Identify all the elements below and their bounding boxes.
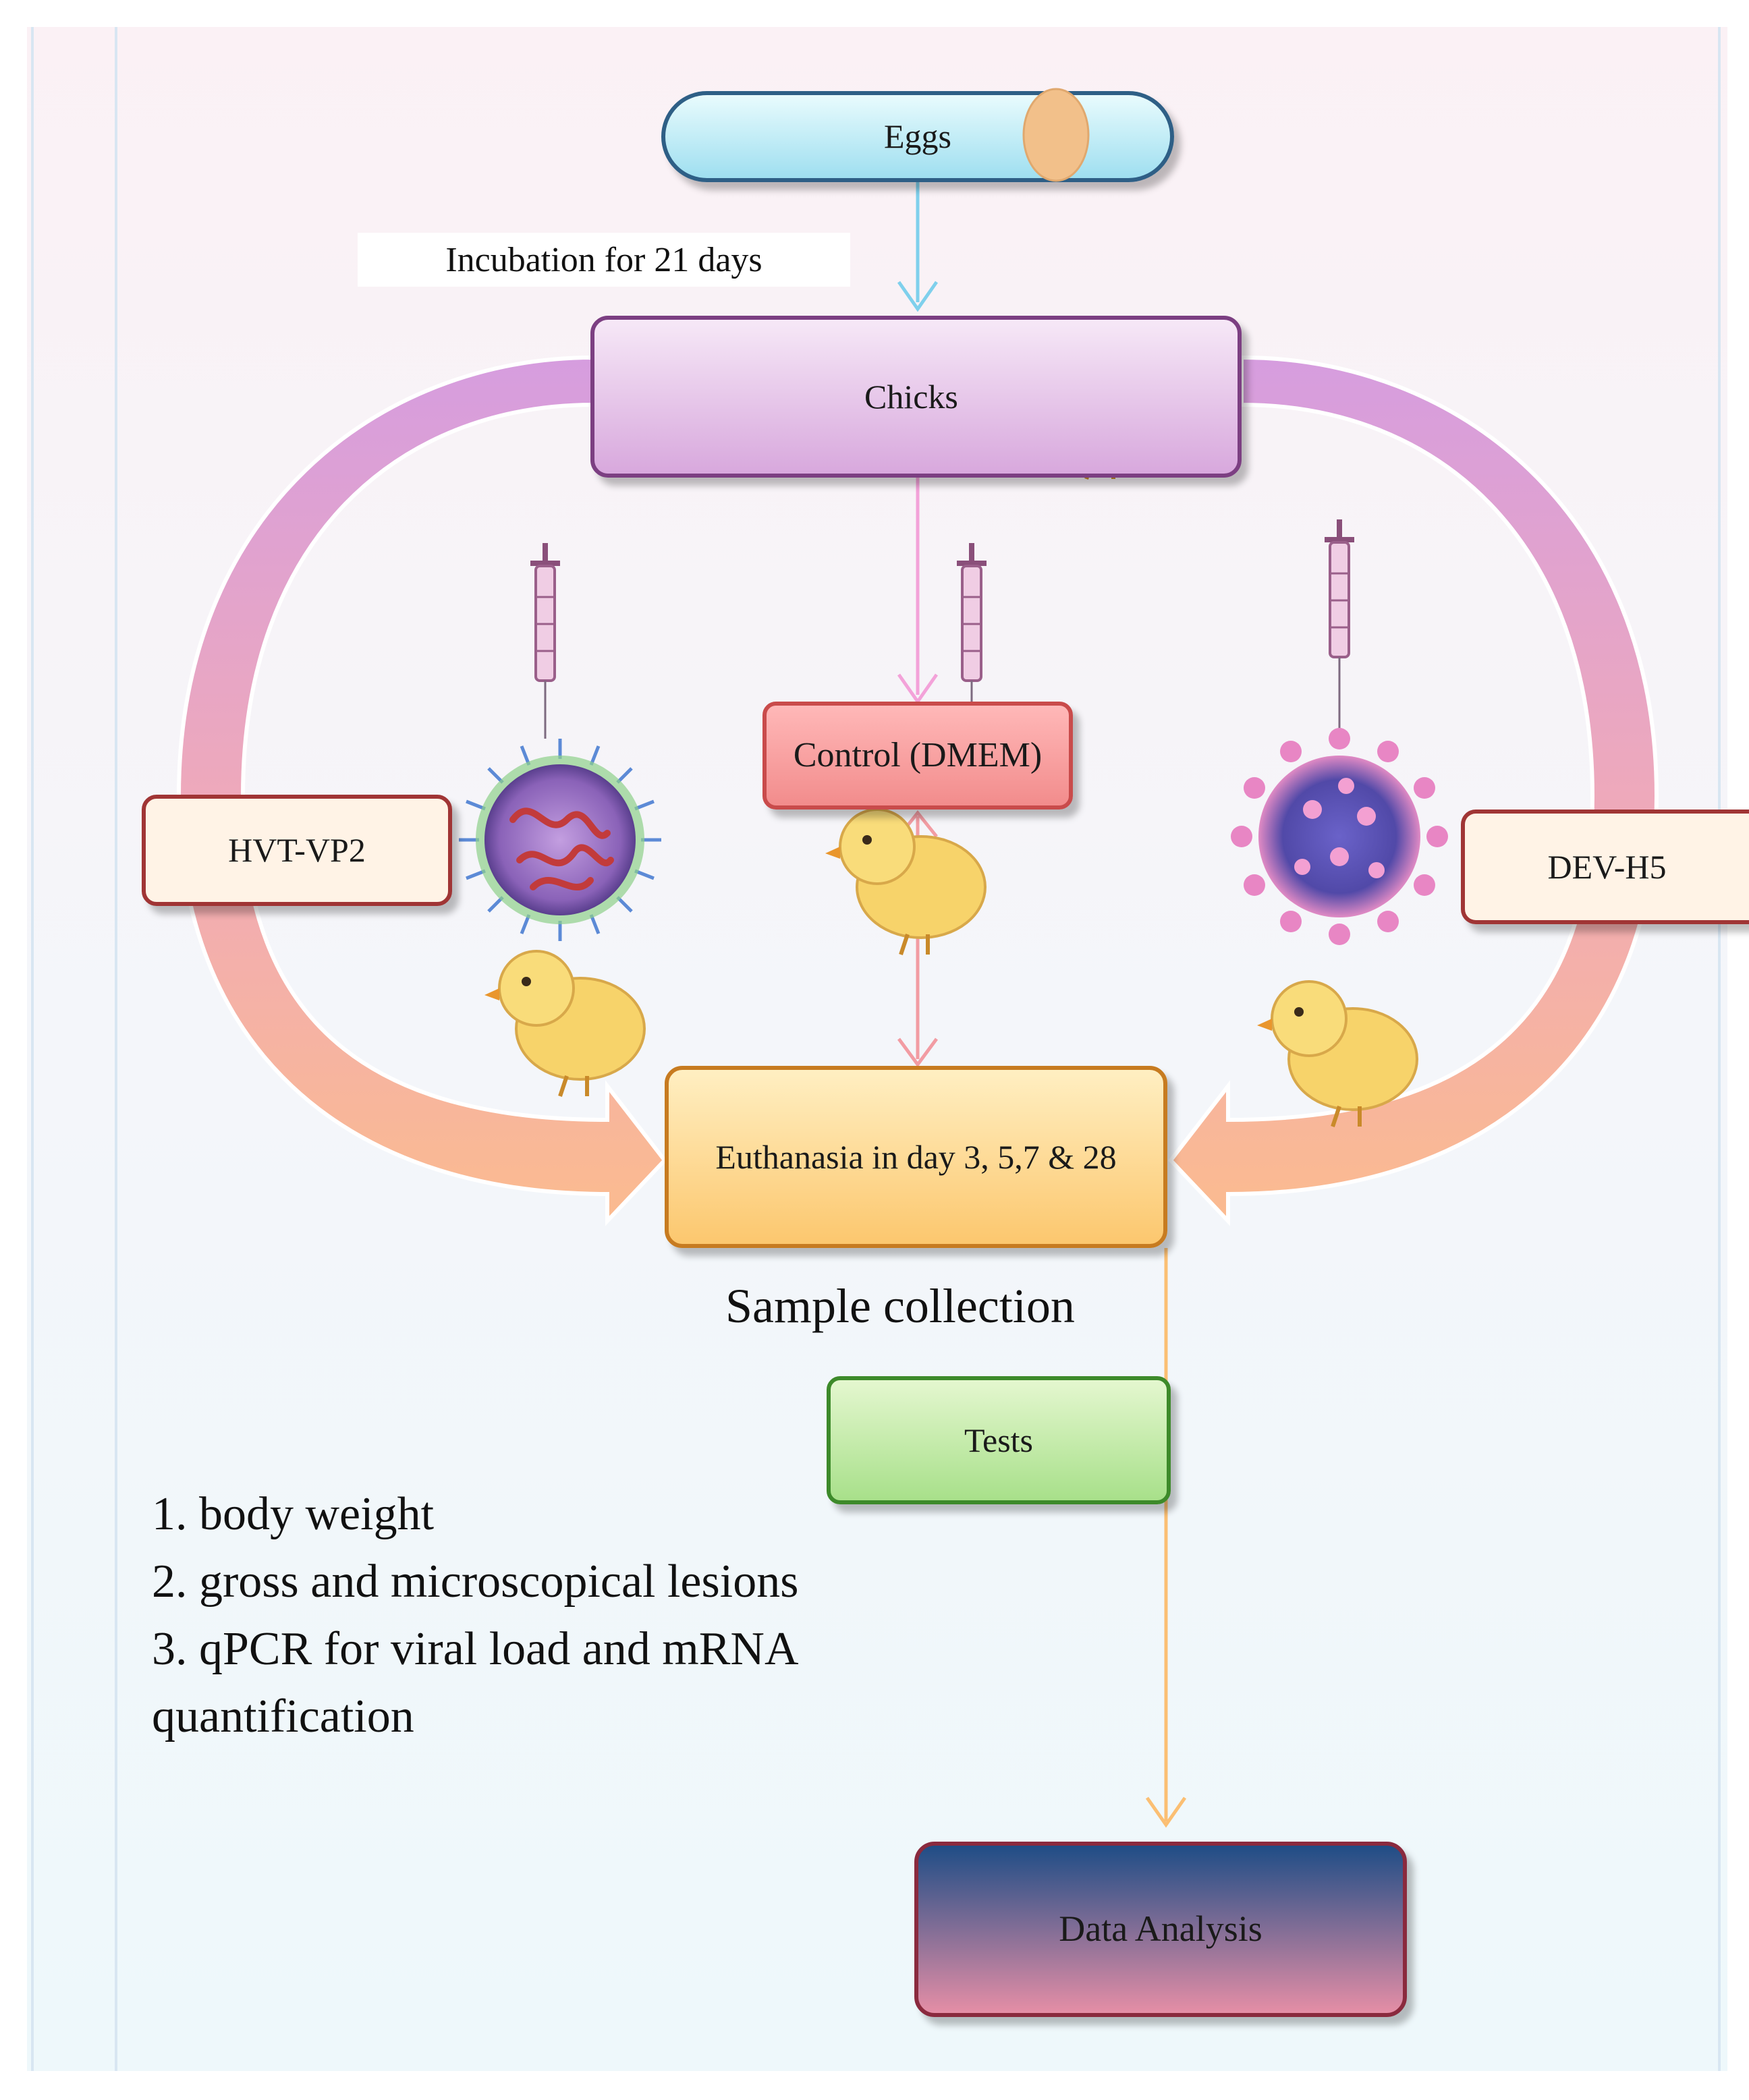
left-loop-band xyxy=(176,355,667,1226)
syringe-icon xyxy=(957,543,987,705)
chick-icon xyxy=(484,950,646,1097)
dev-h5-box: DEV-H5 xyxy=(1461,810,1749,924)
tests-box: Tests xyxy=(827,1376,1171,1504)
syringe-icon xyxy=(530,543,560,739)
tests-label: Tests xyxy=(964,1421,1034,1459)
tests-list-item: 2. gross and microscopical lesions xyxy=(152,1556,799,1608)
data-analysis-box: Data Analysis xyxy=(914,1842,1407,2017)
virus-icon xyxy=(459,739,661,941)
eggs-box: Eggs xyxy=(661,91,1174,182)
eggs-label: Eggs xyxy=(884,117,951,155)
tests-list-item: 1. body weight xyxy=(152,1488,435,1540)
hvt-vp2-box: HVT-VP2 xyxy=(142,795,452,906)
control-box: Control (DMEM) xyxy=(762,702,1073,810)
right-loop-band xyxy=(1168,355,1659,1226)
chicks-label: Chicks xyxy=(864,377,958,416)
dev-h5-label: DEV-H5 xyxy=(1547,847,1667,886)
virus-icon xyxy=(1231,728,1448,945)
chick-icon xyxy=(825,808,987,955)
syringe-icon xyxy=(1325,519,1354,742)
incubation-label: Incubation for 21 days xyxy=(358,233,850,287)
chick-icon xyxy=(1257,980,1418,1127)
tests-list-item: 3. qPCR for viral load and mRNA quantifi… xyxy=(152,1623,796,1742)
euthanasia-box: Euthanasia in day 3, 5,7 & 28 xyxy=(665,1066,1167,1248)
tests-list: 1. body weight 2. gross and microscopica… xyxy=(152,1481,1029,1751)
euthanasia-label: Euthanasia in day 3, 5,7 & 28 xyxy=(715,1137,1117,1176)
data-analysis-label: Data Analysis xyxy=(1059,1908,1262,1950)
control-label: Control (DMEM) xyxy=(793,736,1043,775)
hvt-vp2-label: HVT-VP2 xyxy=(228,831,366,869)
chicks-box: Chicks xyxy=(590,316,1242,478)
sample-collection-label: Sample collection xyxy=(725,1279,1075,1333)
